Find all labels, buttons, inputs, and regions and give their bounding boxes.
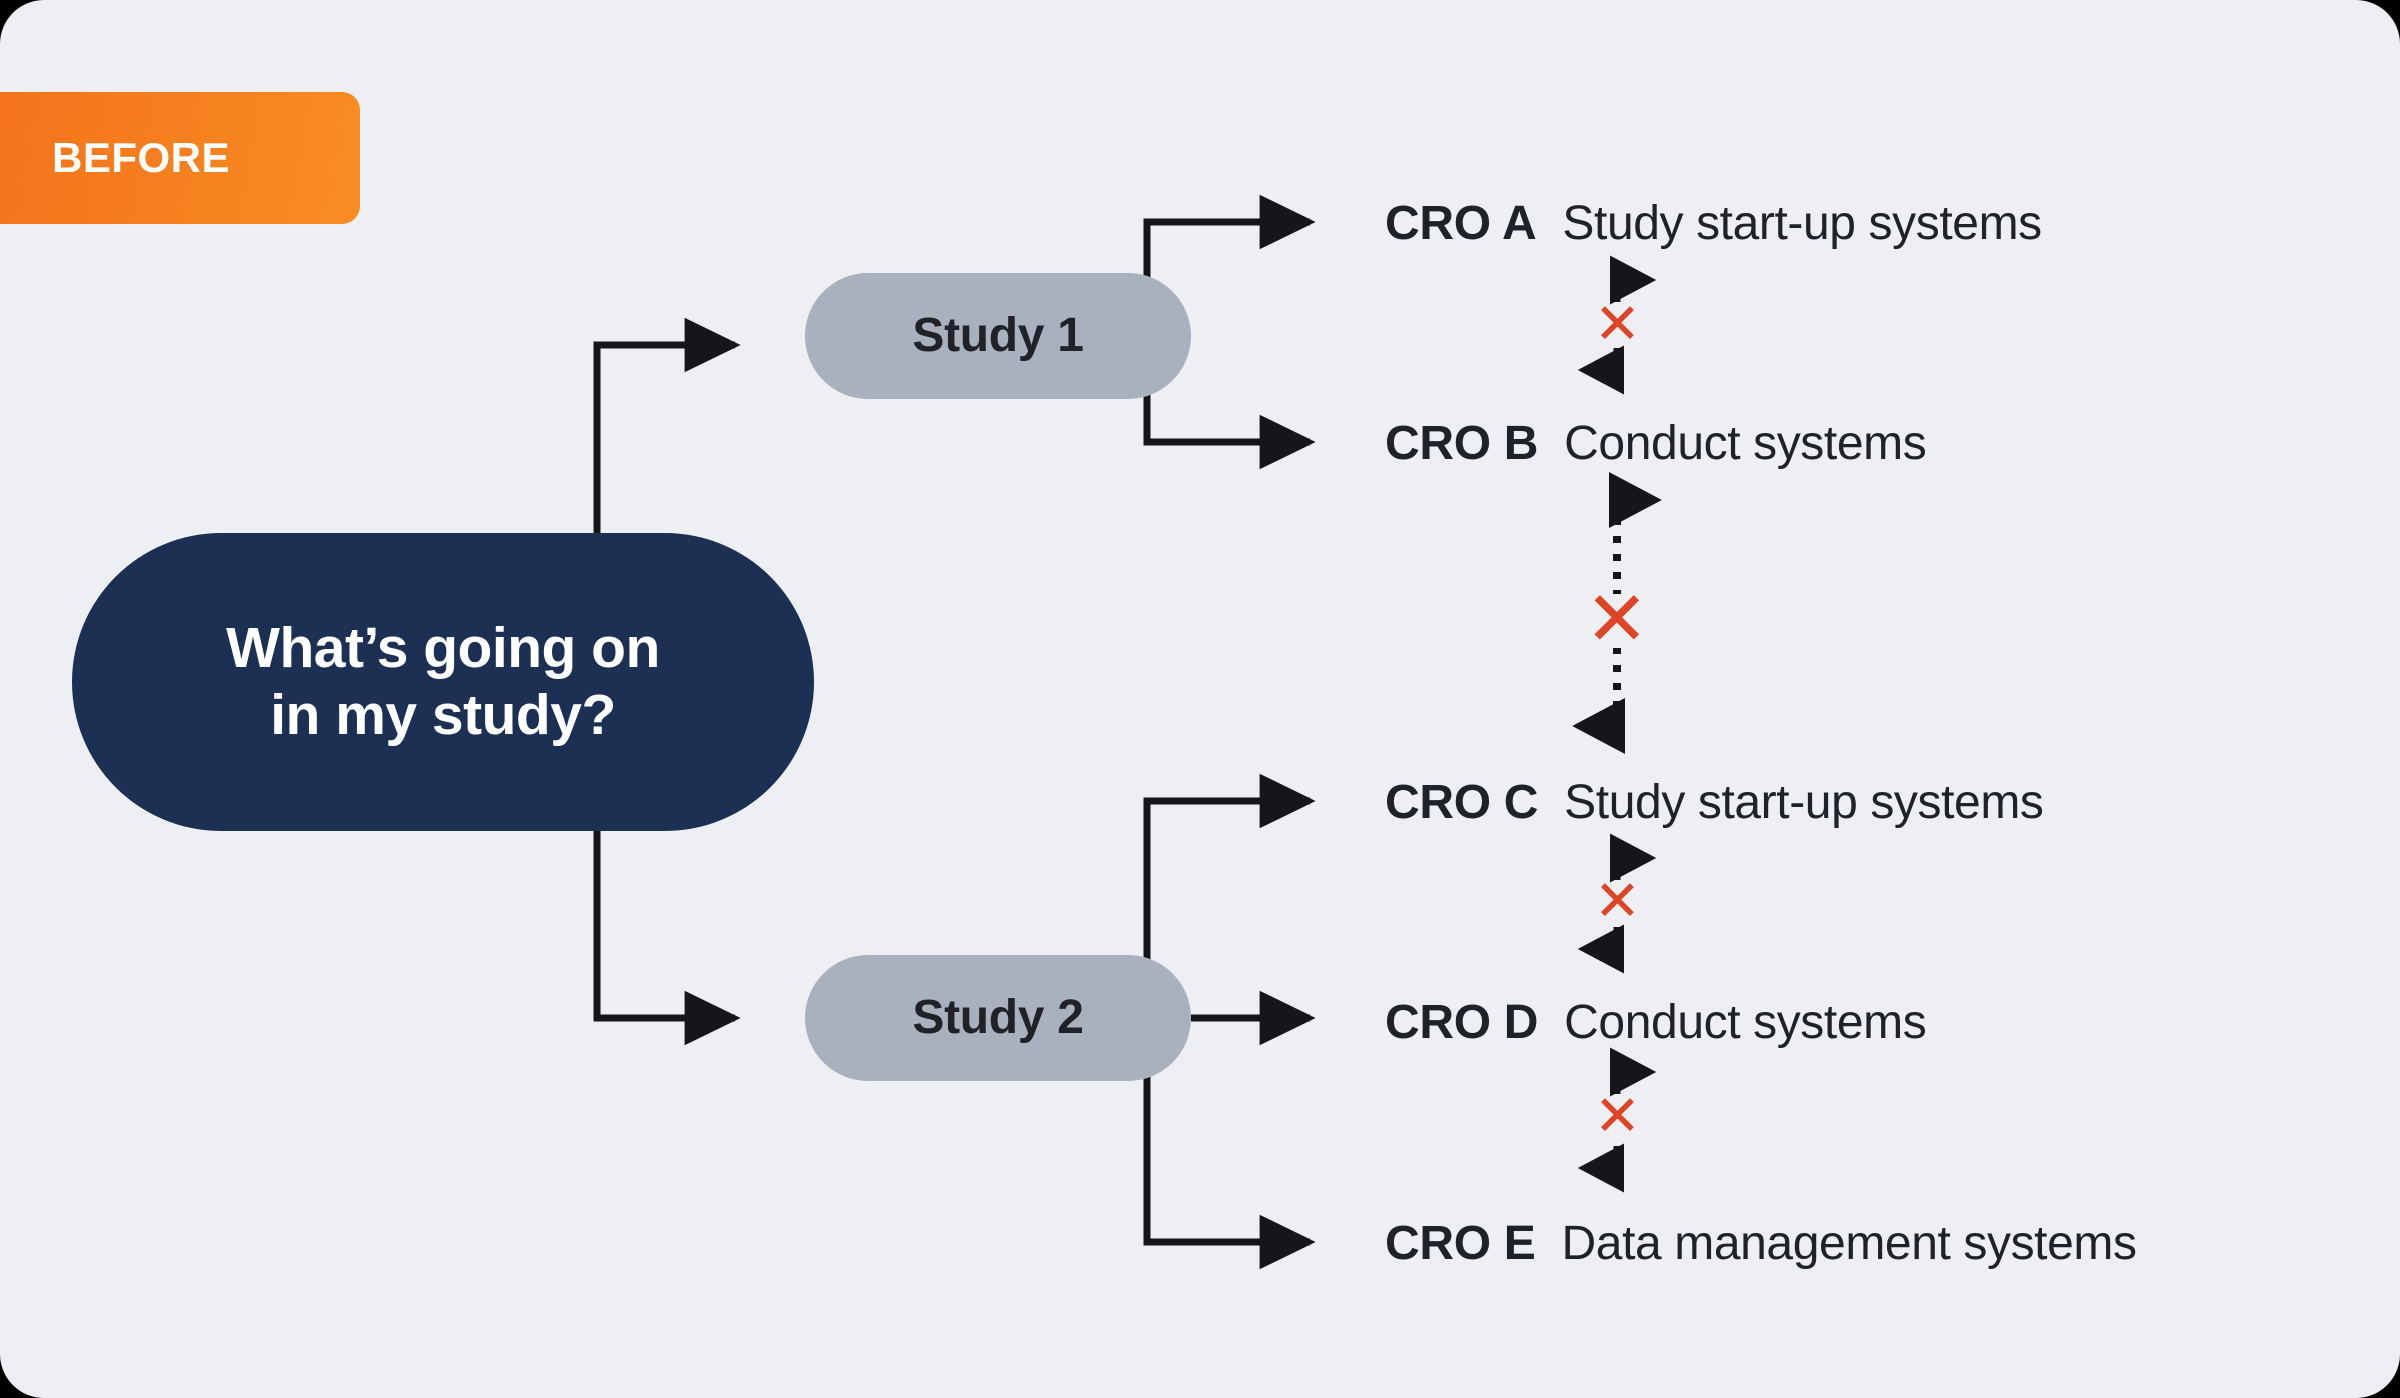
- cro-row-e: CRO E Data management systems: [1385, 1216, 2137, 1271]
- cro-b-description: Conduct systems: [1564, 417, 1927, 470]
- cro-c-code: CRO C: [1385, 776, 1539, 829]
- disconnect-x-icon-a-b: ✕: [1594, 292, 1641, 355]
- cro-a-description: Study start-up systems: [1562, 197, 2042, 250]
- cro-b-code: CRO B: [1385, 417, 1539, 470]
- cro-d-description: Conduct systems: [1564, 996, 1927, 1049]
- study-node-study-2[interactable]: Study 2: [805, 955, 1191, 1081]
- cro-e-description: Data management systems: [1561, 1217, 2137, 1270]
- cro-row-d: CRO D Conduct systems: [1385, 995, 1927, 1050]
- study-2-label: Study 2: [912, 991, 1084, 1044]
- disconnect-x-icon-d-e: ✕: [1594, 1084, 1641, 1147]
- before-badge: BEFORE: [0, 92, 360, 224]
- cro-a-code: CRO A: [1385, 197, 1537, 250]
- cro-row-b: CRO B Conduct systems: [1385, 416, 1927, 471]
- root-node-what-is-going-on[interactable]: What’s going on in my study?: [72, 533, 814, 831]
- cro-e-code: CRO E: [1385, 1217, 1536, 1270]
- disconnect-x-icon-c-d: ✕: [1594, 869, 1641, 932]
- cro-c-description: Study start-up systems: [1564, 776, 2044, 829]
- root-node-label: What’s going on in my study?: [226, 615, 660, 747]
- cro-d-code: CRO D: [1385, 996, 1539, 1049]
- disconnect-x-icon-b-c: ✕: [1585, 577, 1649, 662]
- before-badge-label: BEFORE: [51, 134, 230, 181]
- cro-row-c: CRO C Study start-up systems: [1385, 775, 2044, 830]
- cro-row-a: CRO A Study start-up systems: [1385, 196, 2042, 251]
- study-1-label: Study 1: [912, 309, 1084, 362]
- study-node-study-1[interactable]: Study 1: [805, 273, 1191, 399]
